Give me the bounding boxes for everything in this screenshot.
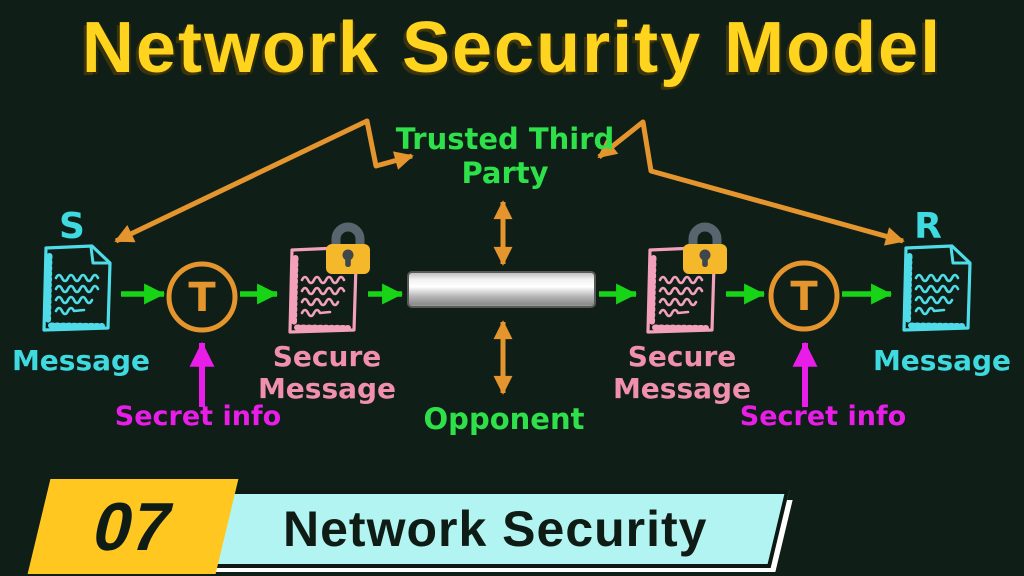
secret-info-label-right: Secret info: [739, 401, 907, 432]
channel-bar: [407, 271, 596, 308]
trusted-third-party-line1: Trusted Third: [395, 122, 615, 156]
opponent-label: Opponent: [423, 402, 585, 436]
secure-message-label-left-line1: Secure: [272, 340, 382, 373]
receiver-label: R: [914, 206, 942, 247]
t-circle-icon-left: [166, 261, 238, 333]
series-title-banner: Network Security: [200, 490, 790, 568]
t-label-right: T: [790, 274, 818, 320]
secure-message-label-right-line1: Secure: [627, 340, 737, 373]
episode-number-badge: 07: [27, 479, 239, 574]
series-title: Network Security: [282, 501, 708, 557]
trusted-third-party-line2: Party: [461, 156, 549, 190]
message-label-right: Message: [872, 344, 1012, 377]
page-title: Network Security Model: [81, 8, 943, 88]
zigzag-arrow-right: [597, 119, 905, 246]
secret-info-label-left: Secret info: [114, 401, 282, 432]
message-label-left: Message: [11, 344, 151, 377]
padlock-icon-right: [683, 227, 727, 274]
message-document-icon-right: [904, 246, 970, 330]
zigzag-arrow-left: [114, 118, 414, 244]
message-document-icon-left: [44, 246, 110, 330]
padlock-icon-left: [326, 227, 370, 274]
sender-label: S: [59, 206, 85, 247]
secure-message-label-right-line2: Message: [612, 372, 752, 405]
secure-message-label-left-line2: Message: [257, 372, 397, 405]
t-label-left: T: [188, 275, 216, 321]
t-circle-icon-right: [768, 260, 840, 332]
